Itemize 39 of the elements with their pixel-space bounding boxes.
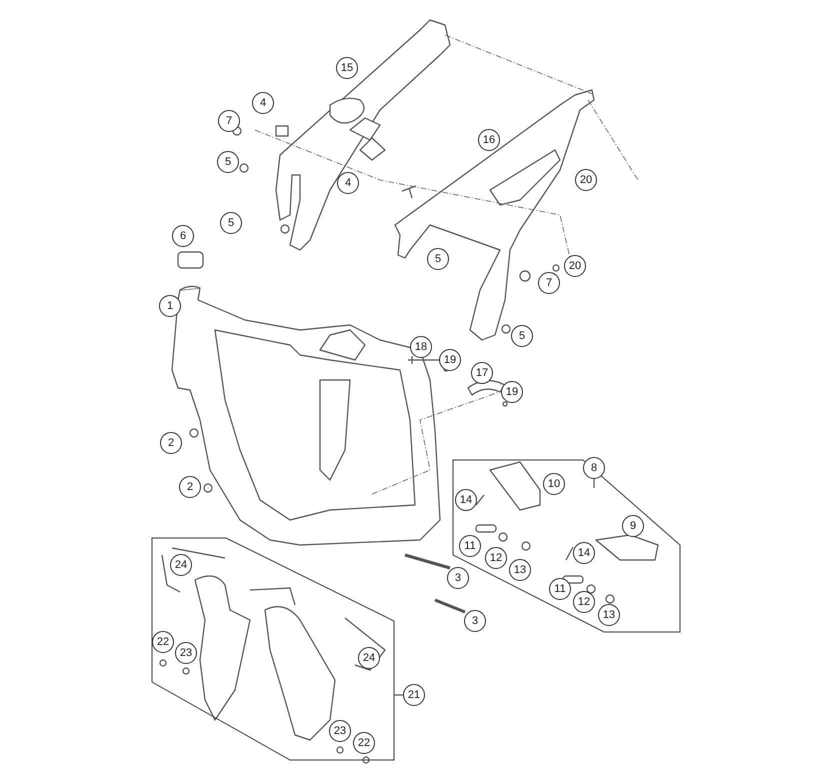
callout-number: 14 [455,489,477,511]
callout-number: 12 [573,591,595,613]
callout-number: 19 [501,381,523,403]
callout-number: 13 [509,559,531,581]
callout-number: 2 [160,432,182,454]
callout-number: 6 [172,225,194,247]
callout-number: 20 [575,169,597,191]
callout-number: 20 [564,255,586,277]
callout-number: 24 [170,554,192,576]
callout-number: 18 [410,336,432,358]
callout-number: 21 [403,684,425,706]
callout-number: 23 [329,720,351,742]
callout-number: 3 [464,610,486,632]
callout-number: 5 [220,212,242,234]
callout-number: 11 [459,535,481,557]
callout-number: 1 [159,295,181,317]
callout-number: 22 [152,631,174,653]
callout-number: 5 [511,325,533,347]
callout-number: 5 [427,248,449,270]
callout-number: 7 [218,110,240,132]
callout-number: 16 [478,129,500,151]
callout-number: 4 [337,172,359,194]
callout-number: 17 [471,362,493,384]
callout-number: 12 [485,547,507,569]
callout-number: 10 [543,473,565,495]
callout-number: 8 [583,457,605,479]
callout-number: 4 [252,92,274,114]
callout-number: 9 [622,515,644,537]
callout-number: 13 [598,604,620,626]
callout-number: 5 [217,151,239,173]
callout-number: 2 [179,476,201,498]
callout-number: 7 [538,272,560,294]
callout-number: 3 [447,567,469,589]
callout-number: 11 [549,578,571,600]
callout-number: 15 [336,57,358,79]
callout-number: 22 [353,732,375,754]
callout-number: 19 [439,349,461,371]
callout-number: 23 [175,642,197,664]
callout-number: 14 [573,542,595,564]
